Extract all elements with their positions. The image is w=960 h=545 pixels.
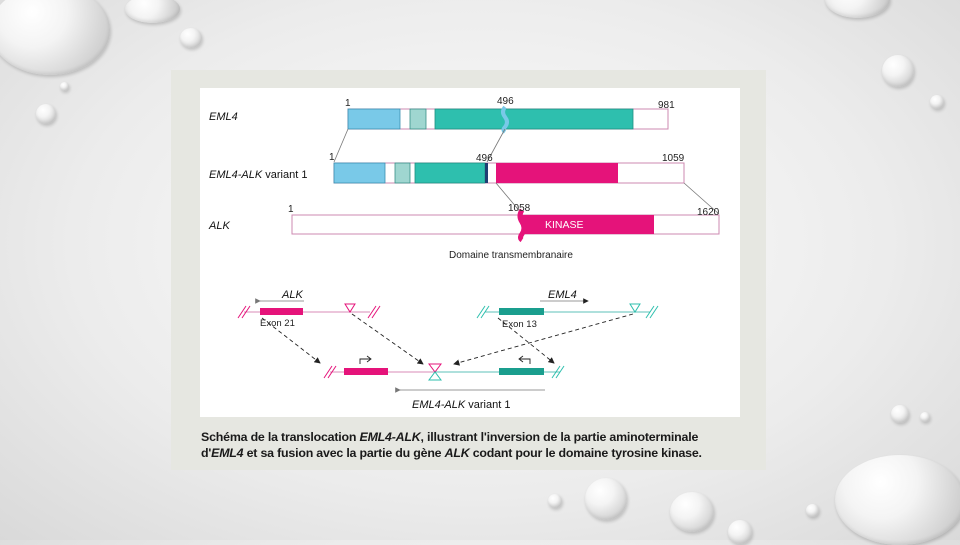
water-drop [0, 0, 110, 75]
fused-gene-label: EML4-ALK variant 1 [412, 399, 510, 411]
figure-caption: Schéma de la translocation EML4-ALK, ill… [201, 429, 741, 461]
fused-junction-upper [428, 363, 442, 373]
caption-gene-name: EML4-ALK [359, 430, 421, 444]
recombination-arrow [351, 313, 424, 365]
water-drop [835, 455, 960, 545]
water-drop [548, 494, 562, 508]
water-drop [825, 0, 890, 18]
fusion-segment-pale-teal [394, 162, 411, 184]
eml4-row: EML4 1 496 981 [209, 96, 675, 134]
eml4-end: 981 [658, 100, 675, 111]
fusion-break: 496 [476, 153, 493, 164]
alk-kinase-domain [522, 215, 654, 234]
fusion-segment-teal [414, 162, 486, 184]
fused-label-italic: EML4-ALK [412, 399, 466, 411]
water-drop [882, 55, 914, 87]
connector-line [683, 182, 720, 215]
translocation-diagram: EML4 1 496 981 EML4-ALK variant 1 1 496 … [208, 96, 720, 411]
recombination-arrow [261, 317, 321, 364]
alk-break: 1058 [508, 203, 531, 214]
alk-promoter-arrow-icon [359, 358, 370, 364]
water-drop [728, 520, 752, 544]
water-drop [670, 492, 714, 532]
alk-breakpoint-triangle [344, 303, 356, 313]
caption-text: et sa fusion avec la partie du gène [243, 446, 445, 460]
fusion-segment-magenta [496, 163, 618, 183]
eml4-segment-teal [434, 108, 634, 130]
water-drop [930, 95, 944, 109]
water-drop [60, 82, 69, 91]
water-drop [585, 478, 627, 520]
fusion-start: 1 [329, 152, 335, 163]
alk-gene-label: ALK [281, 289, 303, 301]
caption-text: codant pour le domaine tyrosine kinase. [469, 446, 702, 460]
fusion-end: 1059 [662, 153, 685, 164]
fusion-row: EML4-ALK variant 1 1 496 1059 [209, 152, 685, 184]
caption-line-2: d'EML4 et sa fusion avec la partie du gè… [201, 445, 741, 461]
tm-domain-label: Domaine transmembranaire [449, 250, 573, 261]
fused-junction-lower [428, 371, 442, 381]
eml4-breakpoint-triangle [629, 303, 641, 313]
alk-start: 1 [288, 204, 294, 215]
connector-line [486, 128, 506, 163]
figure-panel: EML4 1 496 981 EML4-ALK variant 1 1 496 … [200, 88, 740, 417]
eml4-exon-13 [499, 308, 544, 315]
water-drop [36, 104, 56, 124]
water-drop [891, 405, 909, 423]
fusion-label-italic: EML4-ALK [209, 169, 263, 181]
fusion-segment-blue [333, 162, 386, 184]
eml4-segment-blue [347, 108, 401, 130]
alk-transmembrane-mark [517, 208, 527, 243]
caption-text: , illustrant l'inversion de la partie am… [420, 430, 699, 444]
caption-text: Schéma de la translocation [201, 430, 360, 444]
connector-line [333, 128, 349, 163]
eml4-breakpoint-mark [501, 105, 509, 134]
alk-outline [291, 214, 720, 235]
fusion-label: EML4-ALK variant 1 [209, 169, 307, 181]
eml4-gene-schematic: EML4 Exon 13 [476, 289, 659, 330]
fused-exon-alk [344, 368, 388, 375]
eml4-exon-label: Exon 13 [502, 319, 537, 330]
alk-label: ALK [208, 220, 230, 232]
caption-text: d' [201, 446, 212, 460]
fused-gene-schematic: EML4-ALK variant 1 [323, 355, 565, 411]
fused-exon-eml4 [499, 368, 544, 375]
fusion-label-rest: variant 1 [262, 169, 307, 181]
fusion-junction [485, 163, 488, 183]
eml4-start: 1 [345, 98, 351, 109]
eml4-segment-pale-teal [409, 108, 427, 130]
caption-gene-name: EML4 [211, 446, 244, 460]
recombination-arrow [497, 317, 555, 364]
alk-exon-label: Exon 21 [260, 318, 295, 329]
fused-label-rest: variant 1 [465, 399, 510, 411]
recombination-arrow [453, 313, 634, 366]
water-drop [180, 28, 202, 48]
alk-kinase-label: KINASE [545, 219, 584, 231]
water-drop [920, 412, 930, 422]
eml4-label: EML4 [209, 111, 238, 123]
water-drop [806, 504, 819, 517]
eml4-break: 496 [497, 96, 514, 107]
eml4-promoter-arrow-icon [520, 358, 531, 364]
water-drop [125, 0, 180, 23]
connector-line [495, 182, 523, 215]
caption-line-1: Schéma de la translocation EML4-ALK, ill… [201, 429, 741, 445]
alk-row: ALK KINASE 1 1058 1620 Domaine transmemb… [208, 203, 720, 261]
caption-gene-name: ALK [444, 446, 470, 460]
eml4-gene-label: EML4 [548, 289, 577, 301]
alk-end: 1620 [697, 207, 720, 218]
alk-exon-21 [260, 308, 303, 315]
alk-gene-schematic: ALK Exon 21 [237, 289, 381, 329]
